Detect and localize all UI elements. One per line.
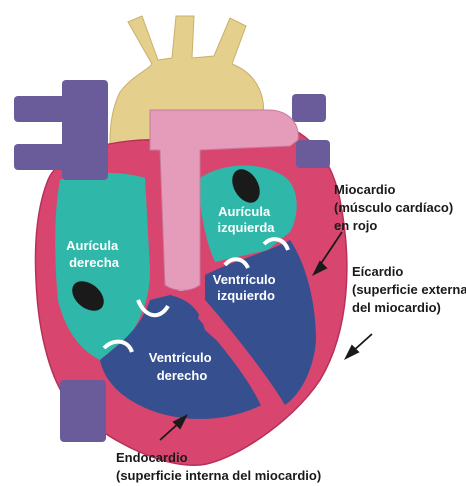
label-miocardio: Miocardio (músculo cardíaco) en rojo [334, 182, 457, 233]
label-auricula-izquierda: Aurícula izquierda [217, 204, 275, 235]
label-ventriculo-izquierdo: Ventrículo izquierdo [213, 272, 279, 303]
label-epicardio: Eícardio (superficie externa del miocard… [352, 264, 466, 315]
